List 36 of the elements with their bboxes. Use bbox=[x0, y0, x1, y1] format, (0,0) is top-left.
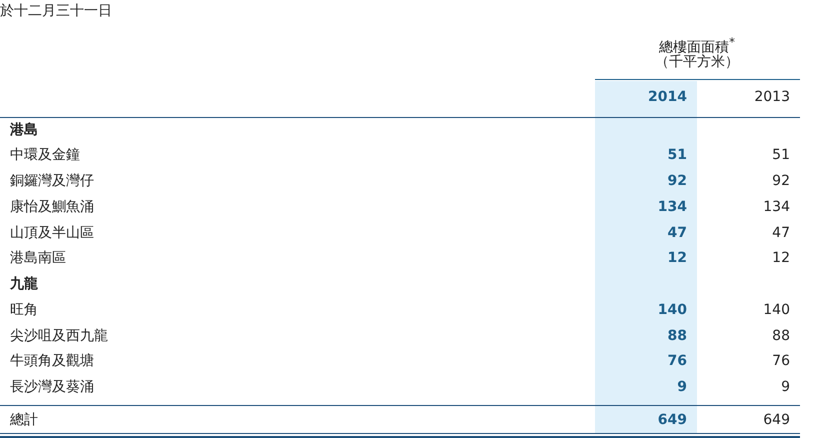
row-label: 康怡及鰂魚涌 bbox=[10, 198, 94, 216]
value-cell-text: 92 bbox=[771, 172, 790, 190]
row-label: 長沙灣及葵涌 bbox=[10, 378, 94, 396]
value-cell-text: 76 bbox=[666, 352, 687, 370]
section-heading: 港島 bbox=[10, 121, 38, 139]
row-label: 山頂及半山區 bbox=[10, 224, 94, 242]
value-cell-text: 88 bbox=[771, 327, 790, 345]
year-header: 2014 bbox=[647, 88, 687, 106]
value-cell-text: 140 bbox=[762, 301, 790, 319]
row-label: 港島南區 bbox=[10, 249, 66, 267]
row-label: 尖沙咀及西九龍 bbox=[10, 327, 108, 345]
row-label: 銅鑼灣及灣仔 bbox=[10, 172, 94, 190]
value-cell-text: 47 bbox=[771, 224, 790, 242]
value-cell-text: 9 bbox=[780, 378, 790, 396]
row-label: 旺角 bbox=[10, 301, 38, 319]
section-heading: 九龍 bbox=[10, 275, 38, 293]
value-cell-text: 9 bbox=[676, 378, 687, 396]
value-cell-text: 76 bbox=[771, 352, 790, 370]
value-cell-text: 140 bbox=[656, 301, 687, 319]
value-cell-text: 649 bbox=[762, 411, 790, 429]
year-header: 2013 bbox=[753, 88, 790, 106]
value-cell-text: 12 bbox=[771, 249, 790, 267]
unit-note: （千平方米） bbox=[654, 54, 740, 71]
total-label: 總計 bbox=[10, 411, 38, 429]
date-note: 於十二月三十一日 bbox=[0, 2, 112, 20]
value-cell-text: 649 bbox=[656, 411, 687, 429]
value-cell-text: 51 bbox=[666, 146, 687, 164]
value-cell-text: 12 bbox=[666, 249, 687, 267]
value-cell-text: 51 bbox=[771, 146, 790, 164]
value-cell-text: 134 bbox=[762, 198, 790, 216]
row-label: 牛頭角及觀塘 bbox=[10, 352, 94, 370]
value-cell-text: 88 bbox=[666, 327, 687, 345]
value-cell-text: 134 bbox=[656, 198, 687, 216]
value-cell-text: 47 bbox=[666, 224, 687, 242]
value-cell-text: 92 bbox=[666, 172, 687, 190]
row-label: 中環及金鐘 bbox=[10, 146, 80, 164]
